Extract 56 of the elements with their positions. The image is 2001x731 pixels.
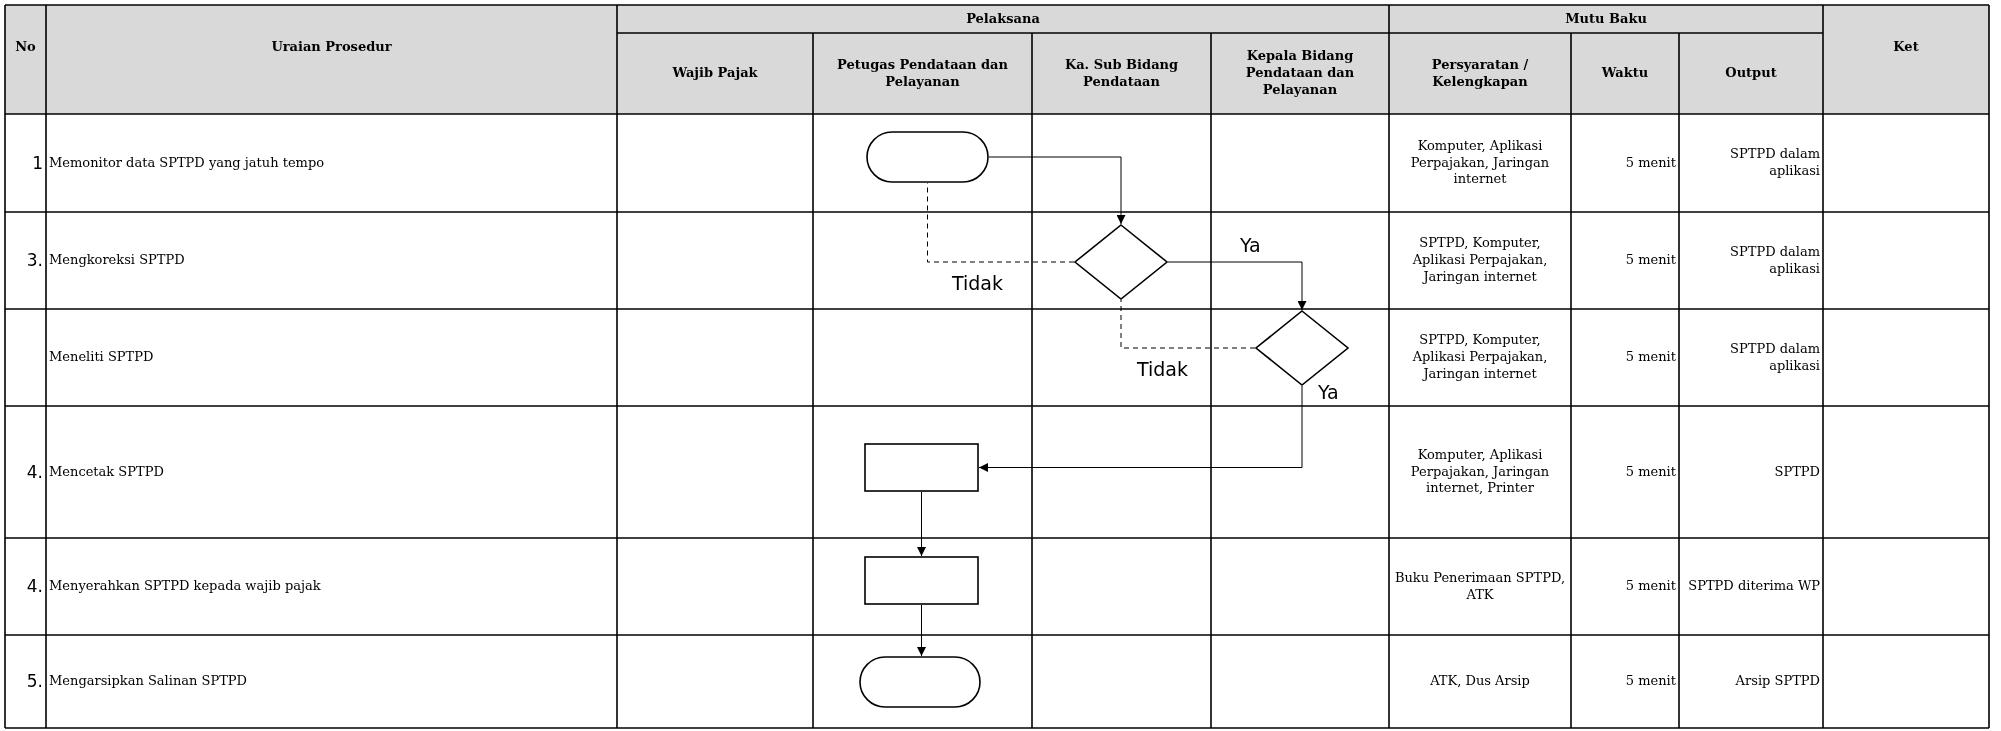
decision-diamond (1255, 310, 1349, 386)
output-text: SPTPD dalam aplikasi (1729, 340, 1820, 375)
output-text: SPTPD diterima WP (1688, 578, 1820, 595)
edge-label: Ya (1318, 383, 1339, 402)
step-number: 3. (26, 249, 43, 272)
duration-text: 5 menit (1625, 463, 1676, 481)
connector-arrow (917, 604, 926, 657)
column-header: Petugas Pendataan dan Pelayanan (836, 56, 1009, 91)
terminal-shape (859, 656, 981, 708)
procedure-text: Meneliti SPTPD (49, 349, 154, 366)
duration-text: 5 menit (1625, 578, 1676, 595)
step-number: 1 (32, 151, 43, 175)
output-text: SPTPD (1774, 463, 1820, 481)
duration-text: 5 menit (1625, 673, 1676, 690)
requirement-text: SPTPD, Komputer, Aplikasi Perpajakan, Jaringan internet (1411, 332, 1549, 383)
step-number: 4. (26, 460, 43, 484)
procedure-text: Mengarsipkan Salinan SPTPD (49, 673, 248, 690)
process-box (864, 443, 979, 492)
column-header: Pelaksana (966, 10, 1040, 28)
requirement-text: Komputer, Aplikasi Perpajakan, Jaringan internet, Printer (1409, 446, 1551, 498)
procedure-text: Memonitor data SPTPD yang jatuh tempo (49, 154, 325, 172)
column-header: Ket (1893, 39, 1919, 56)
column-header: No (15, 39, 36, 56)
requirement-text: SPTPD, Komputer, Aplikasi Perpajakan, Jaringan internet (1411, 235, 1549, 286)
step-number: 4. (26, 575, 43, 598)
output-text: Arsip SPTPD (1735, 673, 1820, 690)
column-header: Uraian Prosedur (271, 39, 392, 56)
edge-label: Ya (1240, 236, 1261, 255)
requirement-text: Buku Penerimaan SPTPD, ATK (1393, 569, 1567, 604)
connector-arrow (1167, 261, 1307, 311)
column-header: Persyaratan / Kelengkapan (1430, 56, 1530, 91)
process-box (864, 556, 979, 605)
duration-text: 5 menit (1625, 154, 1676, 172)
duration-text: 5 menit (1625, 252, 1676, 269)
connector-arrow (978, 385, 1303, 472)
column-header: Ka. Sub Bidang Pendataan (1063, 56, 1180, 91)
terminal-shape (866, 131, 989, 183)
connector-arrow (917, 491, 926, 557)
step-number: 5. (26, 670, 43, 693)
requirement-text: ATK, Dus Arsip (1430, 673, 1530, 690)
edge-label: Tidak (1137, 360, 1188, 379)
column-header: Output (1725, 65, 1777, 82)
duration-text: 5 menit (1625, 349, 1676, 366)
column-header: Waktu (1601, 65, 1649, 82)
procedure-text: Mengkoreksi SPTPD (49, 252, 185, 269)
output-text: SPTPD dalam aplikasi (1729, 146, 1820, 180)
column-header: Mutu Baku (1565, 10, 1647, 28)
requirement-text: Komputer, Aplikasi Perpajakan, Jaringan internet (1409, 137, 1551, 189)
column-header: Wajib Pajak (672, 65, 758, 82)
procedure-text: Menyerahkan SPTPD kepada wajib pajak (49, 578, 321, 595)
edge-label: Tidak (952, 274, 1003, 293)
output-text: SPTPD dalam aplikasi (1729, 243, 1820, 278)
decision-diamond (1074, 224, 1168, 300)
connector-arrow (988, 156, 1126, 225)
column-header: Kepala Bidang Pendataan dan Pelayanan (1244, 48, 1356, 99)
procedure-text: Mencetak SPTPD (49, 463, 164, 481)
